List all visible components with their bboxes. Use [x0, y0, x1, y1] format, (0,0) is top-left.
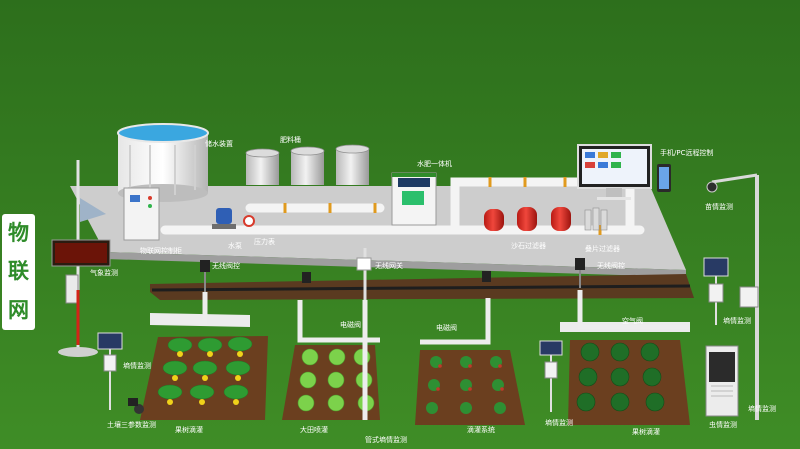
label-ev2: 电磁阀 — [436, 323, 457, 332]
label-seedling: 苗情监测 — [705, 202, 733, 211]
disc-filters — [584, 207, 608, 231]
label-fert-bucket: 肥料桶 — [280, 135, 301, 144]
label-air-valve: 空气阀 — [622, 316, 643, 325]
label-soil-right: 墒情监测 — [723, 316, 751, 325]
field-drip-system — [415, 350, 525, 425]
label-field-spray: 大田喷灌 — [300, 425, 328, 434]
iot-control-cabinet — [123, 187, 160, 241]
sand-filters — [484, 207, 571, 231]
label-ev1: 电磁阀 — [340, 320, 361, 329]
label-drip-sys: 滴灌系统 — [467, 425, 495, 434]
label-water-fert: 水肥一体机 — [417, 159, 452, 168]
pc-monitor — [577, 144, 652, 200]
field-spray-irrigation — [282, 345, 380, 420]
soil-sensor-left — [97, 332, 123, 410]
side-tag-char-2: 联 — [8, 259, 29, 284]
field-pipes — [155, 290, 690, 420]
label-soil-mid: 墒情监测 — [545, 418, 573, 427]
field-fruit-drip — [140, 313, 268, 420]
label-insect: 虫情监测 — [709, 420, 737, 429]
pressure-gauge-icon — [243, 215, 255, 227]
label-wgw: 无线网关 — [375, 261, 403, 270]
side-tag-char-3: 网 — [8, 298, 29, 323]
label-pressure: 压力表 — [254, 237, 275, 246]
label-pump: 水泵 — [228, 241, 242, 250]
wireless-valve-1 — [200, 260, 210, 292]
label-pipe-soil: 管式墒情监测 — [365, 435, 407, 444]
pipe-valves — [283, 177, 602, 235]
soil-sensor-mid — [539, 340, 563, 412]
water-fertilizer-machine — [391, 172, 437, 226]
label-water-storage: 储水装置 — [205, 139, 233, 148]
side-tag-char-1: 物 — [8, 220, 29, 245]
smartphone — [657, 164, 671, 192]
fertilizer-buckets — [245, 144, 370, 185]
label-iot-cabinet: 物联网控制柜 — [140, 246, 182, 255]
label-disc-filter: 叠片过滤器 — [585, 244, 620, 253]
diagram-labels: 储水装置 肥料桶 水肥一体机 手机/PC远程控制 物联网控制柜 水泵 压力表 沙… — [90, 135, 776, 444]
seedling-monitor-pole — [706, 173, 759, 420]
wireless-valve-2 — [575, 258, 585, 288]
label-remote: 手机/PC远程控制 — [660, 148, 713, 157]
platform-edge — [105, 252, 686, 277]
label-wv2: 无线阀控 — [597, 261, 625, 270]
soil-sensor-right — [703, 257, 729, 325]
label-wv1: 无线阀控 — [212, 261, 240, 270]
label-fruit-drip-2: 果树滴灌 — [632, 427, 660, 436]
weather-station — [51, 160, 111, 357]
label-fruit-drip: 果树滴灌 — [175, 425, 203, 434]
label-weather: 气象监测 — [90, 268, 118, 277]
label-sand-filter: 沙石过滤器 — [511, 241, 546, 250]
label-soil-r2: 墒情监测 — [748, 404, 776, 413]
soil-three-param-sensor — [128, 398, 144, 414]
underground-pipe — [150, 274, 694, 300]
pump — [212, 208, 236, 229]
wireless-valve-3 — [302, 271, 491, 283]
main-pipeline — [160, 177, 645, 235]
insect-monitor — [705, 345, 739, 417]
label-soil-left: 墒情监测 — [123, 361, 151, 370]
label-soil-three: 土壤三参数监测 — [107, 420, 156, 429]
iot-side-tag: 物 联 网 — [2, 214, 35, 330]
